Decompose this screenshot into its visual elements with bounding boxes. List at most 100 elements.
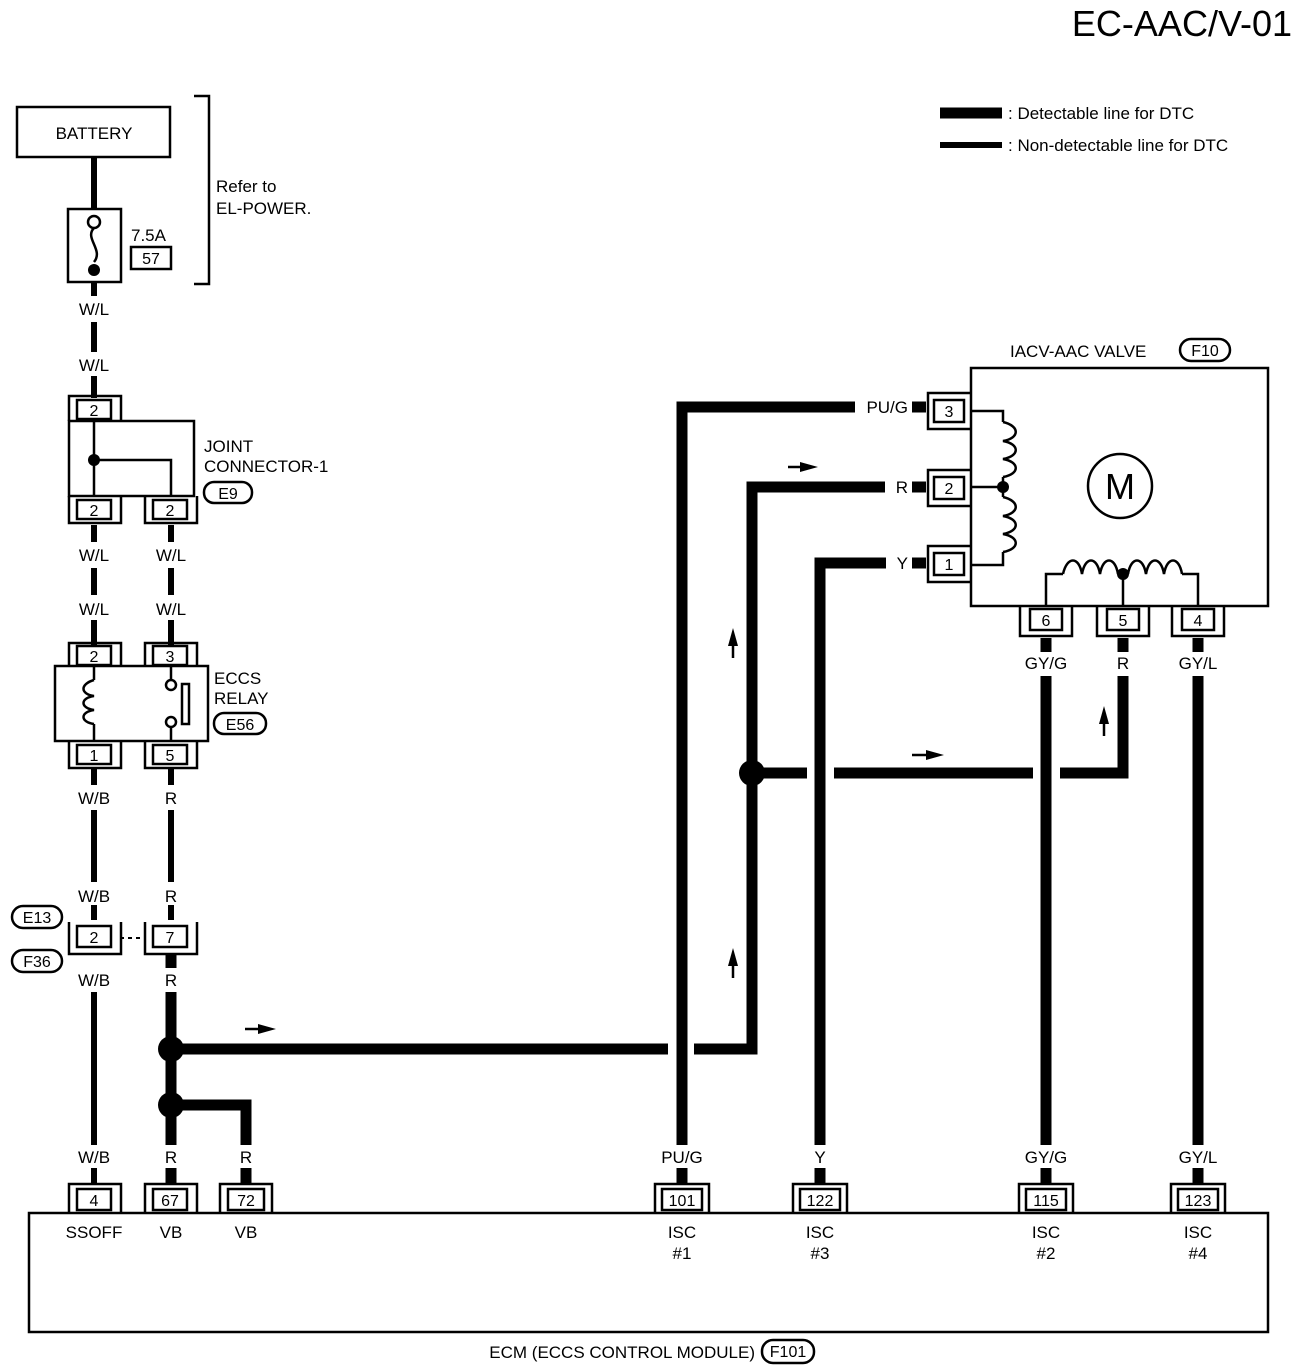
wire-y <box>814 557 886 1145</box>
jc-pin-top: 2 <box>90 403 99 420</box>
battery-label: BATTERY <box>56 124 133 143</box>
wire-label: R <box>165 971 177 990</box>
relay-pin-3: 3 <box>166 649 175 666</box>
joint-connector-box <box>67 419 196 498</box>
terminal-num: #1 <box>673 1244 692 1263</box>
splice-dot <box>739 760 765 786</box>
terminal-vb: VB <box>235 1223 258 1242</box>
arrow-up-icon <box>728 628 738 646</box>
f36-code: F36 <box>23 954 51 971</box>
valve-coil-icon <box>1061 559 1120 575</box>
valve-pin-6: 6 <box>1042 613 1051 630</box>
relay-label-line2: RELAY <box>214 689 269 708</box>
wire-labels-left: W/L W/L W/L W/L W/L W/L W/B R W/B R W/B … <box>78 300 252 1167</box>
jc-pin-bottom-right: 2 <box>166 503 175 520</box>
thin-wires <box>91 158 174 1183</box>
valve-pin-4: 4 <box>1194 613 1203 630</box>
f36-badge <box>10 948 64 974</box>
thick-wires <box>165 401 1204 1183</box>
iacv-code: F10 <box>1191 343 1219 360</box>
current-arrows <box>245 462 1109 1034</box>
relay-pin-5: 5 <box>166 748 175 765</box>
terminal-num: #2 <box>1037 1244 1056 1263</box>
valve-pin-3: 3 <box>945 404 954 421</box>
terminal-num: #3 <box>811 1244 830 1263</box>
arrow-right-icon <box>258 1024 276 1034</box>
motor-label: M <box>1105 466 1135 507</box>
refer-bracket <box>194 94 211 286</box>
wire-label: Y <box>897 554 908 573</box>
arrow-right-icon <box>926 750 944 760</box>
ecm-pin-122: 122 <box>807 1193 834 1210</box>
wire-label: R <box>896 478 908 497</box>
wire-label: W/L <box>79 546 109 565</box>
wire-label: GY/L <box>1179 1148 1218 1167</box>
relay-code: E56 <box>226 717 255 734</box>
iacv-label: IACV-AAC VALVE <box>1010 342 1146 361</box>
valve-coil-icon <box>1126 559 1184 575</box>
wire-label: R <box>240 1148 252 1167</box>
page-code: EC-AAC/V-01 <box>1072 3 1292 44</box>
battery-box <box>15 105 172 159</box>
relay-label-line1: ECCS <box>214 669 261 688</box>
wire-r-72 <box>171 1099 252 1145</box>
wire-label: W/B <box>78 789 110 808</box>
ecm-pin-67: 67 <box>161 1193 179 1210</box>
wire-label: W/L <box>79 300 109 319</box>
refer-line2: EL-POWER. <box>216 199 311 218</box>
wire-label: R <box>1117 654 1129 673</box>
terminal-isc: ISC <box>1184 1223 1212 1242</box>
ecm-pins: 4 67 72 101 122 115 123 <box>67 1182 1227 1213</box>
legend: : Detectable line for DTC : Non-detectab… <box>940 104 1228 155</box>
wire-label: R <box>165 1148 177 1167</box>
valve-coil-icon <box>1002 420 1017 479</box>
valve-pin-5: 5 <box>1119 613 1128 630</box>
wire-label: GY/L <box>1179 654 1218 673</box>
jc-label-line2: CONNECTOR-1 <box>204 457 328 476</box>
jc-code-badge <box>202 480 254 505</box>
e13-pin-7: 7 <box>166 930 175 947</box>
wire-label: PU/G <box>866 398 908 417</box>
valve-pin-2: 2 <box>945 481 954 498</box>
splice-dot <box>158 1092 184 1118</box>
splice-dot <box>158 1036 184 1062</box>
ecm-pin-101: 101 <box>669 1193 696 1210</box>
terminal-vb: VB <box>160 1223 183 1242</box>
fuse-number-box <box>129 245 173 271</box>
motor-icon <box>1086 452 1154 520</box>
wire-label: R <box>165 789 177 808</box>
relay-switch-icon <box>164 715 178 729</box>
arrow-up-icon <box>1099 706 1109 724</box>
ecm-pin-123: 123 <box>1185 1193 1212 1210</box>
ecm-label: ECM (ECCS CONTROL MODULE) <box>489 1343 755 1362</box>
valve-coil-icon <box>1002 495 1017 554</box>
wire-pug <box>676 401 855 1145</box>
wire-label: W/L <box>79 600 109 619</box>
wire-label: W/L <box>156 546 186 565</box>
jc-code: E9 <box>218 486 238 503</box>
fuse-icon <box>89 227 99 263</box>
ecm-code: F101 <box>770 1344 807 1361</box>
terminal-isc: ISC <box>668 1223 696 1242</box>
relay-pin-2: 2 <box>90 649 99 666</box>
arrow-right-icon <box>800 462 818 472</box>
wire-label: W/B <box>78 971 110 990</box>
arrow-up-icon <box>728 948 738 966</box>
e13-code: E13 <box>23 910 52 927</box>
ecm-box <box>27 1211 1270 1334</box>
relay-pin-1: 1 <box>90 748 99 765</box>
valve-pin-1: 1 <box>945 557 954 574</box>
jc-label-line1: JOINT <box>204 437 253 456</box>
wire-label: W/L <box>156 600 186 619</box>
jc-pin-bottom-left: 2 <box>90 503 99 520</box>
ecm-pin-115: 115 <box>1033 1193 1059 1210</box>
relay-code-badge <box>212 711 268 736</box>
ecm-pin-72: 72 <box>237 1193 255 1210</box>
fuse-number: 57 <box>142 251 160 268</box>
wire-r-branch-3 <box>1060 676 1129 779</box>
terminal-num: #4 <box>1189 1244 1208 1263</box>
wire-label: W/L <box>79 356 109 375</box>
wire-label: W/B <box>78 1148 110 1167</box>
terminal-isc: ISC <box>806 1223 834 1242</box>
relay-coil-icon <box>82 678 95 726</box>
